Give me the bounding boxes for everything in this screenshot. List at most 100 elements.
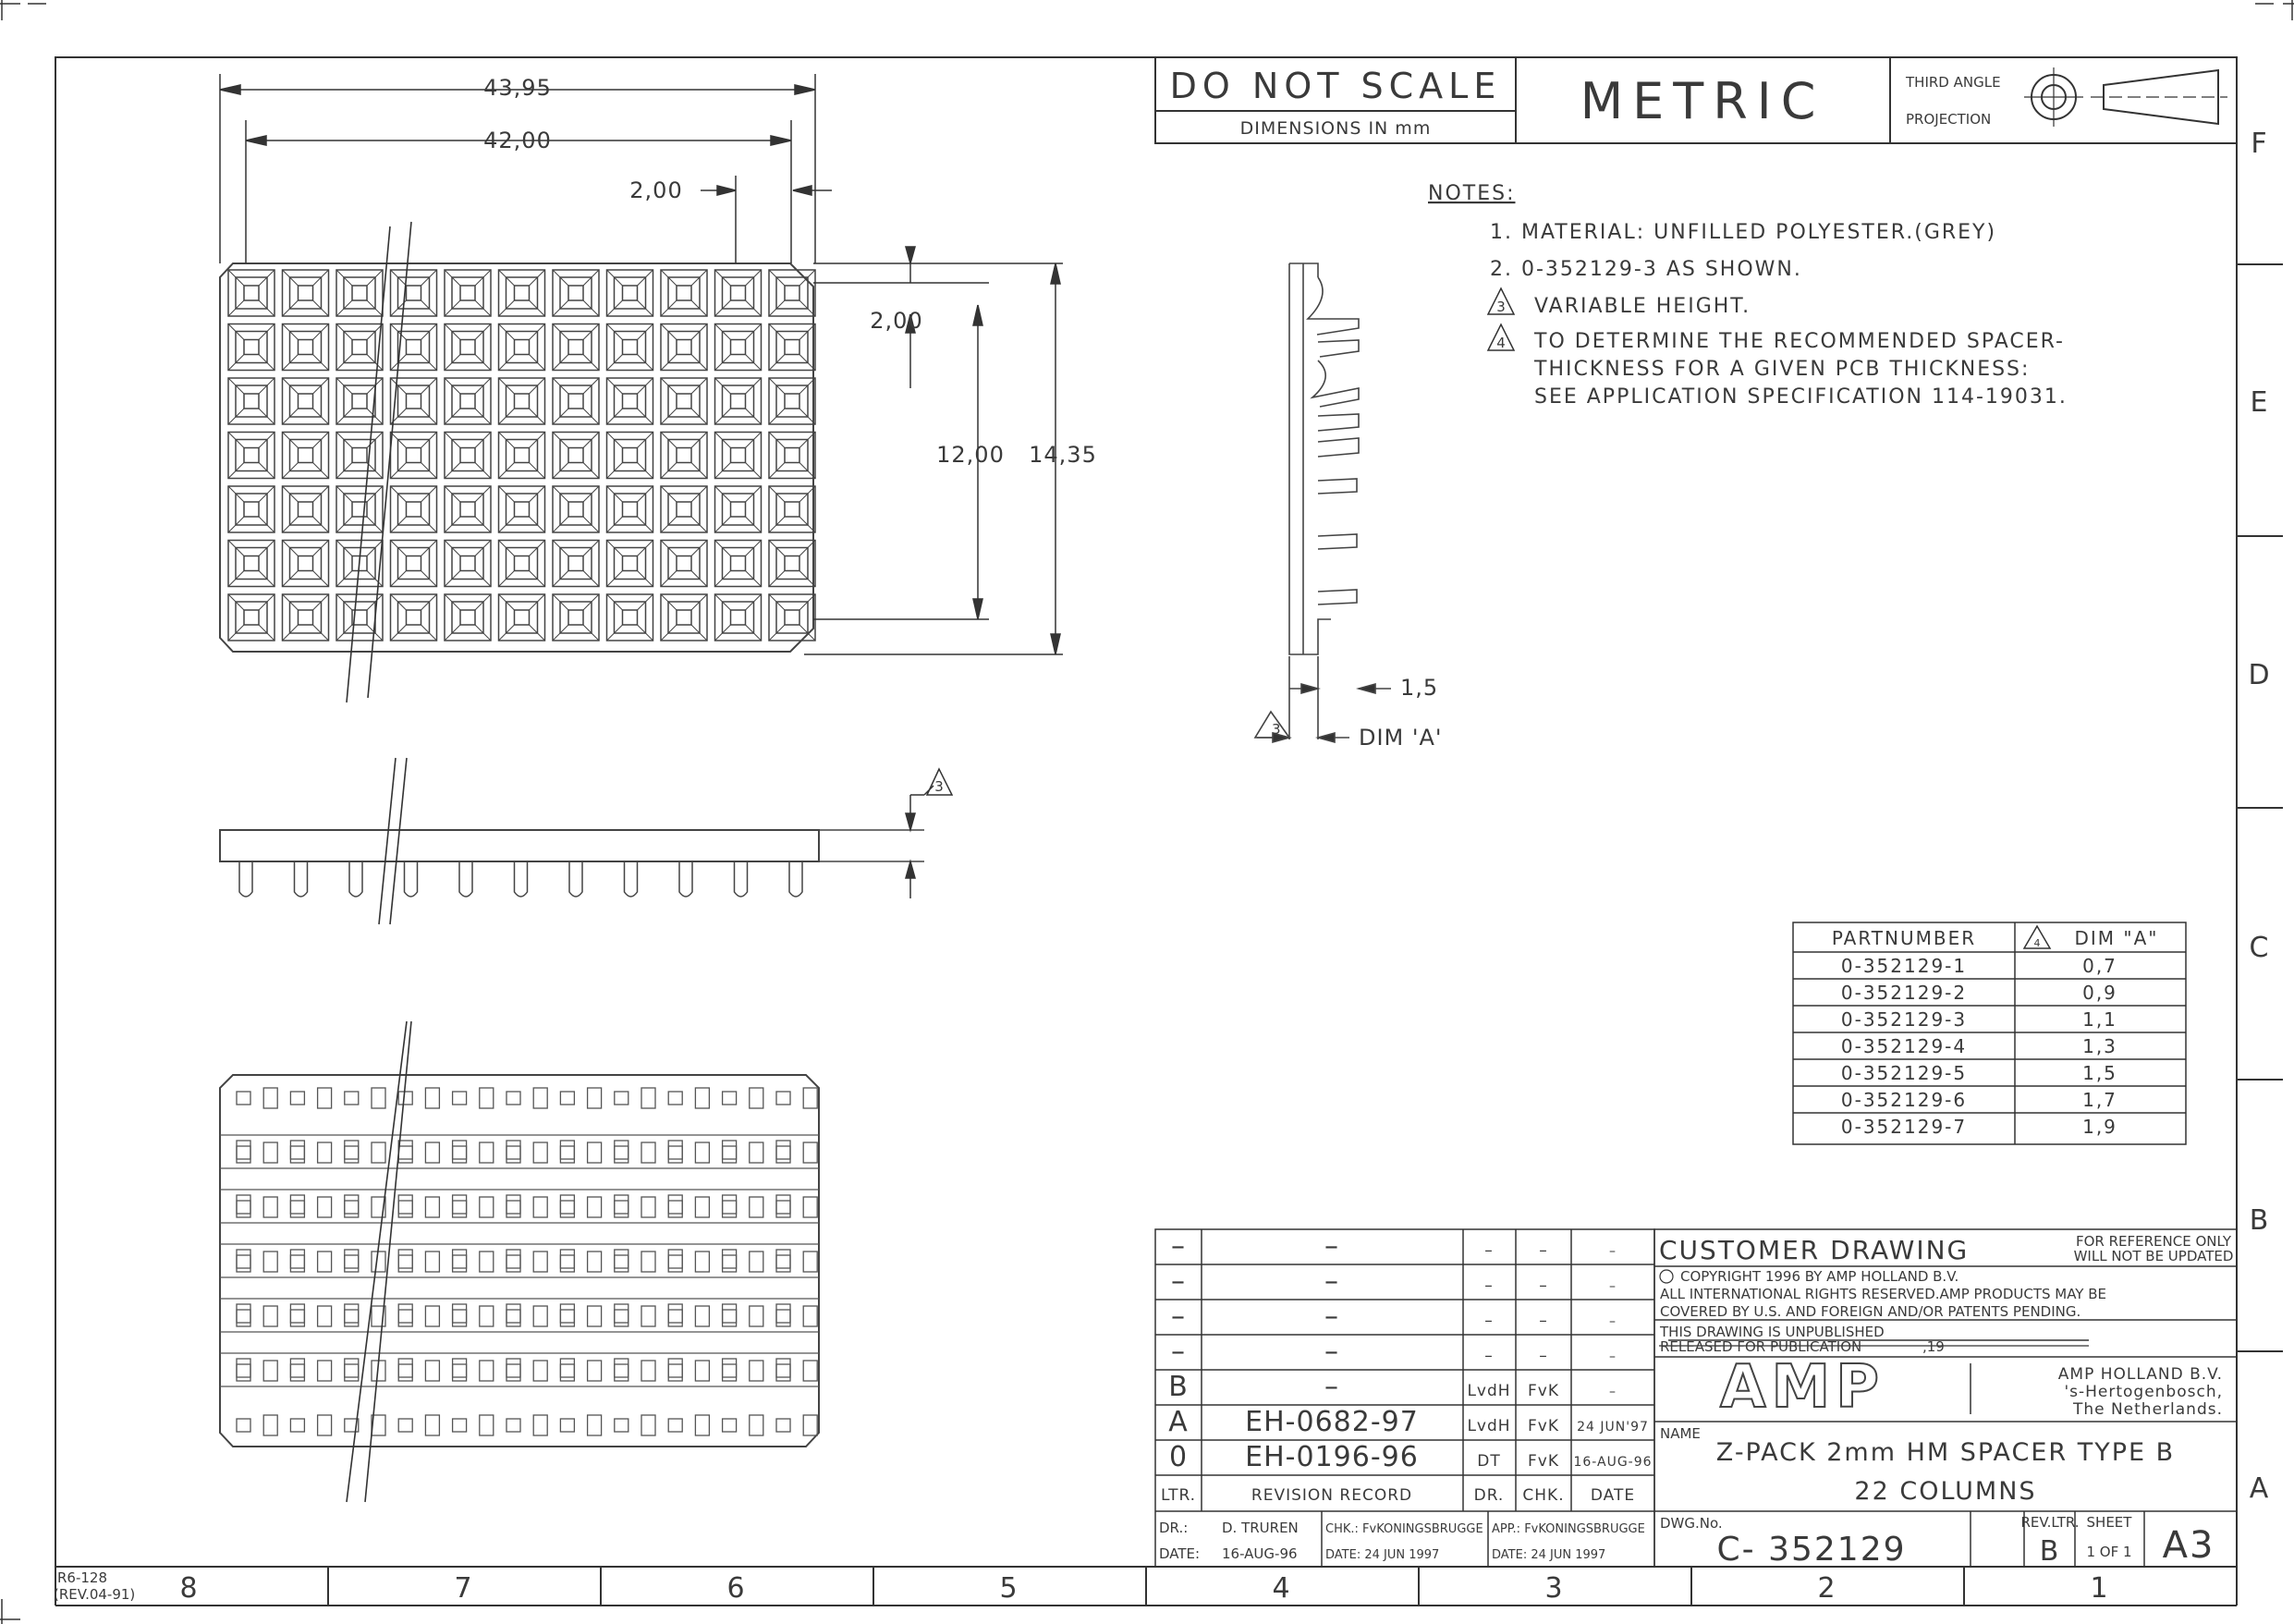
bottom-cell xyxy=(451,1140,468,1164)
bottom-cell xyxy=(371,1087,386,1109)
bottom-cell xyxy=(451,1200,468,1215)
spacer-cell xyxy=(660,269,708,317)
bottom-cell xyxy=(694,1196,711,1218)
bottom-cell xyxy=(451,1091,468,1105)
bottom-cell xyxy=(694,1087,711,1109)
spacer-cell xyxy=(552,377,600,425)
company-line-1: AMP HOLLAND B.V. xyxy=(2058,1365,2223,1384)
dim-43-95: 43,95 xyxy=(483,75,552,101)
revision-cell: LvdH xyxy=(1467,1382,1510,1400)
spacer-cell xyxy=(336,269,384,317)
bottom-cell xyxy=(506,1249,521,1273)
bottom-cell xyxy=(506,1418,521,1433)
copyright-line-2: ALL INTERNATIONAL RIGHTS RESERVED.AMP PR… xyxy=(1660,1286,2106,1302)
bottom-cell xyxy=(559,1254,576,1269)
bottom-cell xyxy=(721,1140,738,1164)
bottom-cell xyxy=(316,1414,333,1436)
bottom-cell xyxy=(506,1303,521,1327)
dwg-no-label: DWG.No. xyxy=(1660,1515,1723,1532)
revision-cell: – xyxy=(1324,1265,1339,1298)
bottom-cell xyxy=(667,1200,683,1215)
company-line-3: The Netherlands. xyxy=(2072,1400,2223,1419)
revision-cell: FvK xyxy=(1528,1417,1559,1435)
bottom-cell xyxy=(614,1194,629,1218)
revision-cell: 24 JUN'97 xyxy=(1577,1420,1649,1435)
amp-logo: AMP xyxy=(1720,1353,1885,1422)
bottom-cell xyxy=(775,1309,791,1324)
bottom-cell xyxy=(316,1251,333,1273)
table-cell-dim: 1,9 xyxy=(2082,1116,2117,1138)
bottom-cell xyxy=(236,1140,251,1164)
bottom-cell xyxy=(344,1145,360,1160)
dim-1-5: 1,5 xyxy=(1400,675,1438,701)
bottom-cell xyxy=(559,1303,576,1327)
drawing-name-line-2: 22 COLUMNS xyxy=(1854,1477,2036,1506)
bottom-cell xyxy=(344,1091,360,1105)
bottom-cell xyxy=(775,1091,791,1105)
bottom-cell xyxy=(344,1303,360,1327)
bottom-cell xyxy=(775,1303,791,1327)
bottom-cell xyxy=(316,1196,333,1218)
bottom-cell xyxy=(479,1087,494,1109)
approved-date: DATE: 24 JUN 1997 xyxy=(1492,1548,1605,1562)
bottom-cell xyxy=(289,1145,306,1160)
bottom-cell xyxy=(424,1360,441,1382)
spacer-cell xyxy=(336,323,384,372)
bottom-cell xyxy=(532,1360,548,1382)
bottom-cell xyxy=(694,1142,711,1164)
bottom-cell xyxy=(559,1418,576,1433)
note-4-line-3: SEE APPLICATION SPECIFICATION 114-19031. xyxy=(1534,385,2068,409)
bottom-cell xyxy=(667,1249,683,1273)
table-cell-dim: 1,1 xyxy=(2082,1008,2117,1031)
bottom-cell xyxy=(236,1091,251,1105)
part-number-table xyxy=(1792,922,2187,1145)
bottom-cell xyxy=(289,1200,306,1215)
bottom-cell xyxy=(506,1091,521,1105)
bottom-cell xyxy=(559,1309,576,1324)
drawing-name-line-1: Z-PACK 2mm HM SPACER TYPE B xyxy=(1716,1438,2175,1467)
revision-cell: – xyxy=(1609,1385,1617,1399)
column-label: 2 xyxy=(1817,1572,1836,1605)
title-block xyxy=(1653,1228,2238,1568)
revision-cell: – xyxy=(1171,1300,1186,1333)
bottom-cell xyxy=(559,1140,576,1164)
bottom-cell xyxy=(667,1309,683,1324)
bottom-cell xyxy=(236,1145,251,1160)
revision-cell: – xyxy=(1539,1276,1548,1295)
drawn-date-label: DATE: xyxy=(1159,1545,1200,1562)
revision-cell: – xyxy=(1324,1230,1339,1263)
bottom-cell xyxy=(262,1414,278,1436)
bottom-cell xyxy=(397,1303,413,1327)
unpublished-line-1: THIS DRAWING IS UNPUBLISHED xyxy=(1659,1324,1885,1340)
bottom-cell xyxy=(451,1309,468,1324)
revision-cell: DT xyxy=(1477,1452,1500,1471)
bottom-cell xyxy=(641,1251,656,1273)
bottom-cell xyxy=(236,1200,251,1215)
revision-cell: – xyxy=(1484,1347,1494,1365)
bottom-cell xyxy=(371,1305,386,1327)
spacer-cell xyxy=(660,539,708,588)
bottom-cell xyxy=(289,1254,306,1269)
bottom-cell xyxy=(289,1249,306,1273)
spacer-cell xyxy=(444,539,492,588)
bottom-cell xyxy=(559,1145,576,1160)
column-label: 6 xyxy=(726,1572,746,1605)
bottom-cell xyxy=(775,1358,791,1382)
spacer-cell xyxy=(605,377,654,425)
bottom-cell xyxy=(802,1251,818,1273)
spacer-cell xyxy=(714,269,763,317)
table-cell-dim: 0,7 xyxy=(2082,955,2117,977)
spacer-cell xyxy=(336,431,384,480)
bottom-cell xyxy=(344,1309,360,1324)
bottom-cell xyxy=(397,1363,413,1378)
bottom-cell xyxy=(236,1309,251,1324)
bottom-cell xyxy=(586,1305,603,1327)
revision-cell: – xyxy=(1171,1336,1186,1368)
bottom-cell xyxy=(721,1363,738,1378)
bottom-cell xyxy=(775,1363,791,1378)
bottom-cell xyxy=(586,1414,603,1436)
table-header-flag: 4 xyxy=(2034,937,2041,949)
for-reference: FOR REFERENCE ONLY xyxy=(2076,1233,2232,1250)
bottom-cell xyxy=(397,1309,413,1324)
bottom-cell xyxy=(451,1418,468,1433)
